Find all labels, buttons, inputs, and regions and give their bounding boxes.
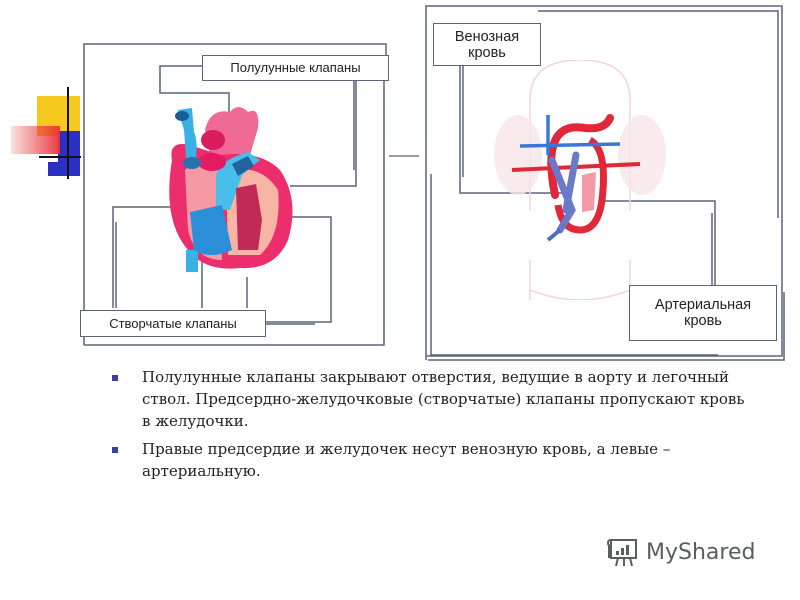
bullet-list: Полулунные клапаны закрывают отверстия, …	[110, 366, 750, 488]
heart-anatomy-illustration	[169, 107, 293, 272]
myshared-watermark[interactable]: MyShared	[606, 537, 755, 567]
arterial-blood-label: Артериальная кровь	[629, 285, 777, 341]
venous-blood-label-line1: Венозная	[454, 28, 520, 45]
atrioventricular-valves-label: Створчатые клапаны	[80, 310, 266, 337]
semilunar-valves-label: Полулунные клапаны	[202, 55, 389, 81]
circulation-illustration	[494, 60, 666, 300]
venous-blood-label: Венозная кровь	[433, 23, 541, 66]
deco-red-gradient	[11, 126, 60, 154]
deco-horizontal-bar	[39, 156, 81, 158]
deco-vertical-bar	[67, 87, 69, 179]
deco-blue-foot	[48, 162, 80, 176]
bullet-text: Правые предсердие и желудочек несут вено…	[142, 440, 671, 480]
bullet-text: Полулунные клапаны закрывают отверстия, …	[142, 368, 745, 430]
decorative-corner-blocks	[10, 87, 85, 185]
arterial-blood-label-line2: кровь	[684, 313, 722, 329]
bullet-square-icon	[112, 375, 118, 381]
bullet-square-icon	[112, 447, 118, 453]
venous-blood-label-line2: кровь	[468, 44, 506, 61]
bullet-item: Правые предсердие и желудочек несут вено…	[110, 438, 750, 482]
presentation-board-icon	[606, 539, 637, 567]
arterial-blood-label-line1: Артериальная	[654, 297, 752, 313]
watermark-text: MyShared	[646, 539, 756, 565]
bullet-item: Полулунные клапаны закрывают отверстия, …	[110, 366, 750, 432]
